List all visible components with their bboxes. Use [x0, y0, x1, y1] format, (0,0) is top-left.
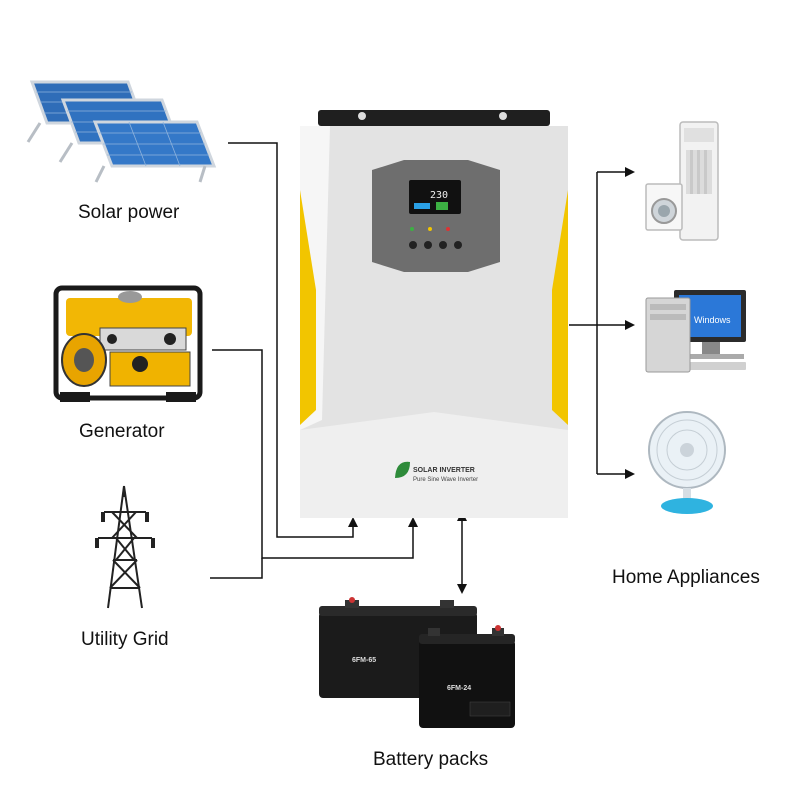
battery-model-1: 6FM-65	[352, 657, 376, 664]
inverter-display-value: 230	[430, 190, 448, 201]
svg-text:Windows: Windows	[694, 315, 731, 325]
grid-connector	[210, 558, 263, 579]
battery-packs-label: Battery packs	[373, 749, 489, 770]
solar-power-label: Solar power	[78, 202, 180, 223]
utility-grid-label: Utility Grid	[81, 629, 169, 650]
air-conditioner-washer-icon	[645, 121, 719, 241]
leaf-logo-icon	[395, 461, 410, 478]
inverter-subtitle: Pure Sine Wave Inverter	[413, 477, 478, 483]
battery-model-2: 6FM-24	[447, 685, 471, 692]
inverter-brand: SOLAR INVERTER	[413, 467, 475, 474]
generator-label: Generator	[79, 421, 165, 442]
electric-fan-icon	[648, 411, 726, 514]
home-appliances-label: Home Appliances	[612, 567, 760, 588]
solar-connector	[228, 142, 358, 538]
desktop-computer-icon: Windows	[645, 290, 746, 373]
